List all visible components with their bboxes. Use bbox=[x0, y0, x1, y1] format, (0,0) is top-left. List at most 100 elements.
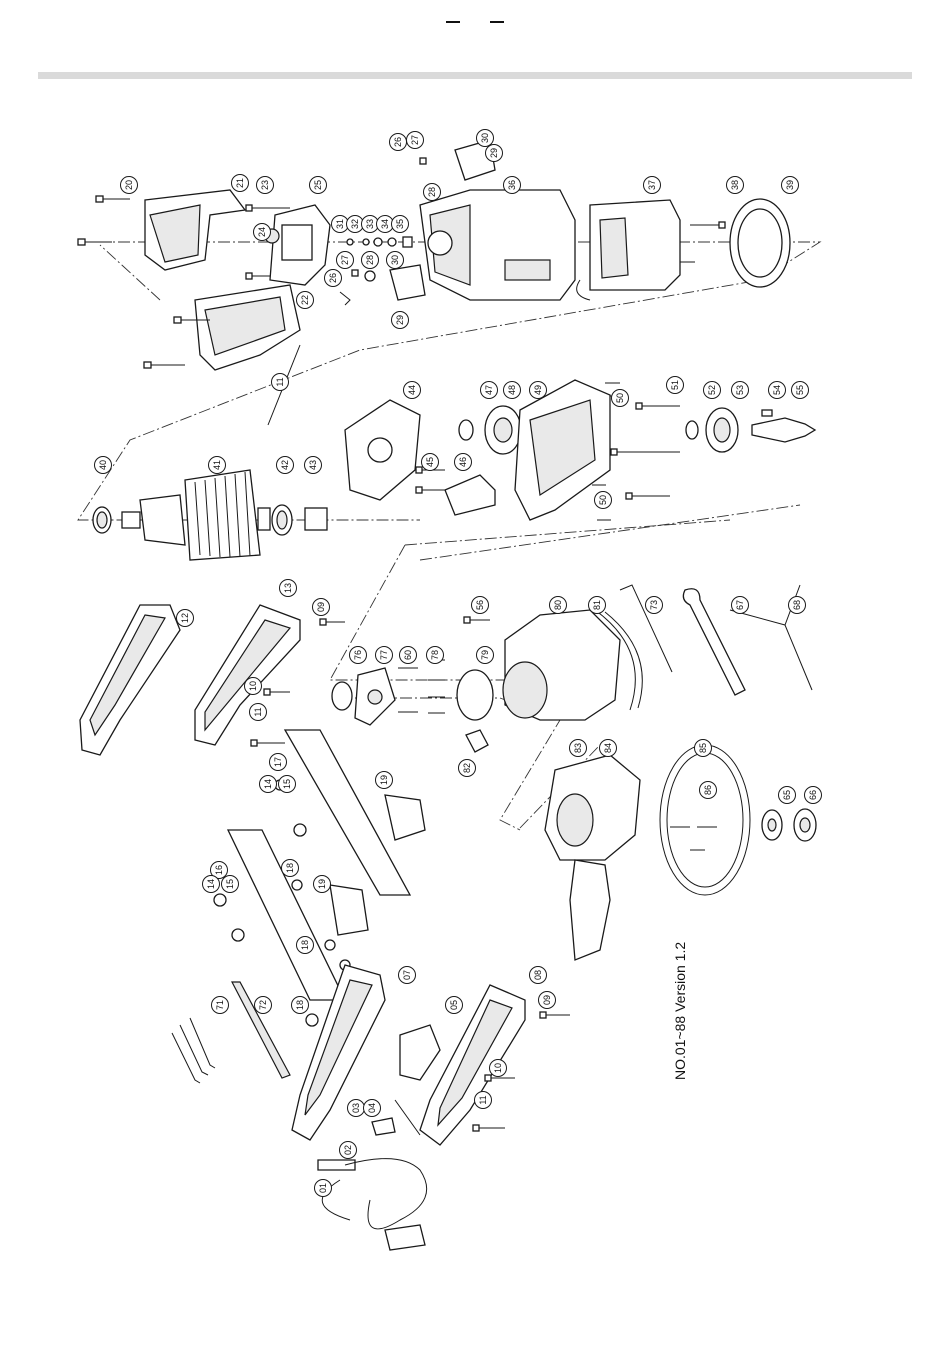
callout-05: 05 bbox=[446, 997, 463, 1014]
callout-09b: 09 bbox=[539, 992, 556, 1009]
callout-label: 38 bbox=[730, 180, 740, 190]
callout-label: 15 bbox=[225, 879, 235, 889]
callout-41: 41 bbox=[209, 457, 226, 474]
callout-label: 48 bbox=[507, 385, 517, 395]
callout-12: 12 bbox=[177, 610, 194, 627]
callout-50a: 50 bbox=[612, 390, 629, 407]
callout-label: 77 bbox=[379, 650, 389, 660]
callout-label: 65 bbox=[782, 790, 792, 800]
callout-09a: 09 bbox=[313, 599, 330, 616]
callout-13: 13 bbox=[280, 580, 297, 597]
callout-label: 18 bbox=[300, 940, 310, 950]
callout-07: 07 bbox=[399, 967, 416, 984]
callout-label: 22 bbox=[300, 295, 310, 305]
callout-02: 02 bbox=[340, 1142, 357, 1159]
callout-20a: 20 bbox=[121, 177, 138, 194]
callout-55: 55 bbox=[792, 382, 809, 399]
callout-label: 44 bbox=[407, 385, 417, 395]
callout-29a: 29 bbox=[486, 145, 503, 162]
callout-label: 09 bbox=[316, 602, 326, 612]
callout-label: 18 bbox=[295, 1000, 305, 1010]
callout-80: 80 bbox=[550, 597, 567, 614]
callout-label: 55 bbox=[795, 385, 805, 395]
callout-label: 02 bbox=[343, 1145, 353, 1155]
callout-label: 81 bbox=[592, 600, 602, 610]
callout-label: 10 bbox=[493, 1063, 503, 1073]
callout-label: 33 bbox=[365, 219, 375, 229]
callout-72: 72 bbox=[255, 997, 272, 1014]
callout-01: 01 bbox=[315, 1180, 332, 1197]
callout-label: 24 bbox=[257, 227, 267, 237]
callout-79: 79 bbox=[477, 647, 494, 664]
callout-31: 31 bbox=[332, 216, 349, 233]
callout-38: 38 bbox=[727, 177, 744, 194]
callout-04: 04 bbox=[364, 1100, 381, 1117]
callout-label: 46 bbox=[458, 457, 468, 467]
callout-label: 08 bbox=[533, 970, 543, 980]
callout-42: 42 bbox=[277, 457, 294, 474]
callout-label: 05 bbox=[449, 1000, 459, 1010]
callout-25: 25 bbox=[310, 177, 327, 194]
callout-label: 37 bbox=[647, 180, 657, 190]
callout-label: 13 bbox=[283, 583, 293, 593]
callout-11a: 11 bbox=[272, 374, 289, 391]
callout-label: 73 bbox=[649, 600, 659, 610]
callout-83: 83 bbox=[570, 740, 587, 757]
callout-label: 34 bbox=[380, 219, 390, 229]
callout-label: 14 bbox=[206, 879, 216, 889]
callout-48: 48 bbox=[504, 382, 521, 399]
callout-label: 66 bbox=[808, 790, 818, 800]
callout-28b: 28 bbox=[362, 252, 379, 269]
callout-label: 11 bbox=[253, 707, 263, 716]
callout-22: 22 bbox=[297, 292, 314, 309]
callout-label: 76 bbox=[353, 650, 363, 660]
callout-30b: 30 bbox=[387, 252, 404, 269]
callout-66: 66 bbox=[805, 787, 822, 804]
callout-label: 17 bbox=[273, 757, 283, 767]
callout-label: 51 bbox=[670, 380, 680, 390]
callout-26a: 26 bbox=[390, 134, 407, 151]
callout-label: 16 bbox=[214, 865, 224, 875]
callout-label: 30 bbox=[390, 255, 400, 265]
callout-77: 77 bbox=[376, 647, 393, 664]
callout-label: 43 bbox=[308, 460, 318, 470]
callout-label: 41 bbox=[212, 460, 222, 470]
callout-17: 17 bbox=[270, 754, 287, 771]
callout-label: 49 bbox=[533, 385, 543, 395]
callout-35: 35 bbox=[392, 216, 409, 233]
callout-label: 52 bbox=[707, 385, 717, 395]
callout-label: 28 bbox=[365, 255, 375, 265]
callout-56: 56 bbox=[472, 597, 489, 614]
callout-label: 67 bbox=[735, 600, 745, 610]
callout-40: 40 bbox=[95, 457, 112, 474]
callout-label: 10 bbox=[248, 681, 258, 691]
callout-85: 85 bbox=[695, 740, 712, 757]
callout-label: 04 bbox=[367, 1103, 377, 1113]
callout-label: 84 bbox=[603, 743, 613, 753]
callout-11b: 11 bbox=[250, 704, 267, 721]
callout-label: 68 bbox=[792, 600, 802, 610]
callout-label: 29 bbox=[489, 148, 499, 158]
callout-26b: 26 bbox=[325, 270, 342, 287]
callout-label: 11 bbox=[478, 1095, 488, 1104]
callout-label: 31 bbox=[335, 219, 345, 229]
callout-08: 08 bbox=[530, 967, 547, 984]
callout-label: 27 bbox=[410, 135, 420, 145]
callout-label: 86 bbox=[703, 785, 713, 795]
callout-03: 03 bbox=[348, 1100, 365, 1117]
callout-label: 54 bbox=[772, 385, 782, 395]
callout-82: 82 bbox=[459, 760, 476, 777]
callout-84: 84 bbox=[600, 740, 617, 757]
callout-label: 23 bbox=[260, 180, 270, 190]
callout-label: 20 bbox=[124, 180, 134, 190]
callout-52: 52 bbox=[704, 382, 721, 399]
callout-78: 78 bbox=[427, 647, 444, 664]
callout-73: 73 bbox=[646, 597, 663, 614]
callout-label: 45 bbox=[425, 457, 435, 467]
callout-67: 67 bbox=[732, 597, 749, 614]
callout-14b: 14 bbox=[203, 876, 220, 893]
callout-label: 03 bbox=[351, 1103, 361, 1113]
callout-37: 37 bbox=[644, 177, 661, 194]
callout-46: 46 bbox=[455, 454, 472, 471]
